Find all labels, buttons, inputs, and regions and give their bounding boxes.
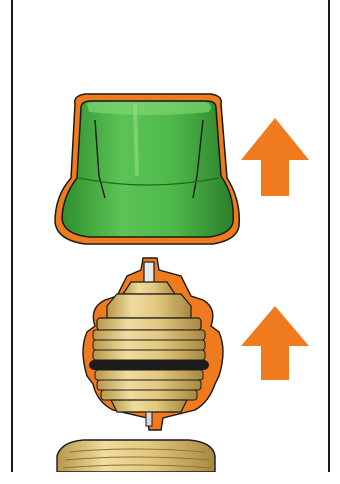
arrow-up-top bbox=[241, 118, 309, 196]
insert-o-ring bbox=[89, 360, 209, 370]
insert-lower-pin bbox=[145, 411, 153, 427]
arrow-up-bottom bbox=[241, 306, 309, 380]
arrow-up-icon bbox=[241, 306, 309, 380]
valve-body-rim bbox=[56, 439, 216, 472]
insert-top-nut bbox=[121, 281, 177, 295]
illustration-frame bbox=[11, 0, 330, 472]
valve-body-thread-2 bbox=[64, 456, 210, 461]
valve-body bbox=[56, 439, 216, 472]
insert-lower-threads bbox=[94, 369, 204, 401]
valve-body-thread-3 bbox=[62, 464, 212, 469]
cap-vertical-shine bbox=[133, 103, 139, 177]
insert-flange bbox=[96, 317, 202, 331]
assembly-diagram bbox=[54, 93, 309, 472]
cap-top-shine bbox=[87, 102, 211, 115]
valve-body-thread-1 bbox=[68, 448, 206, 453]
insert-threads bbox=[92, 329, 206, 361]
cap-groove-right bbox=[192, 119, 204, 199]
protective-cap bbox=[54, 93, 240, 245]
insert-bottom bbox=[110, 399, 188, 413]
valve-insert bbox=[82, 257, 224, 431]
insert-hex bbox=[106, 293, 192, 319]
cap-groove-left bbox=[94, 119, 106, 199]
cap-shoulder-line bbox=[78, 177, 220, 186]
arrow-up-icon bbox=[241, 118, 309, 196]
cap-body bbox=[61, 100, 234, 238]
